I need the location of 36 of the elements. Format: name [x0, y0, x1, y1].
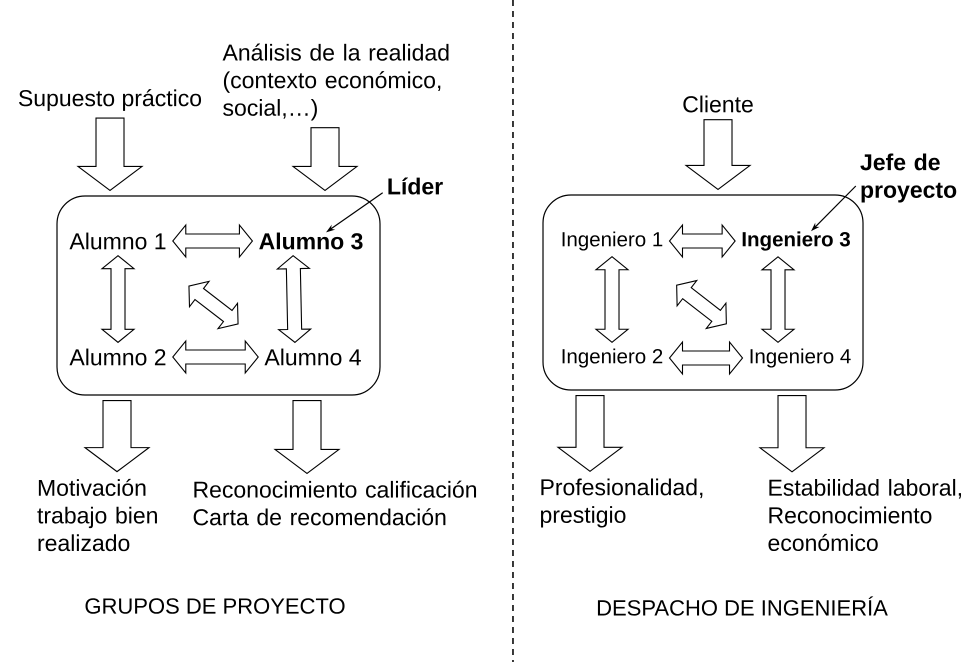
block-arrow [668, 340, 744, 376]
block-arrow [172, 223, 254, 259]
text-label: Supuesto práctico [19, 89, 202, 111]
block-arrow [758, 395, 826, 472]
block-arrow [188, 280, 239, 330]
block-arrow [684, 119, 752, 190]
text-label: Ingeniero 1 [562, 231, 662, 251]
block-arrow [76, 118, 144, 192]
text-label: Motivación trabajo bien realizado [37, 478, 157, 552]
text-label: Reconocimiento calificación Carta de recomendación [194, 480, 476, 526]
block-arrow [676, 280, 727, 330]
text-label: Estabilidad laboral, Reconocimiento económico [768, 478, 962, 552]
block-arrow [273, 400, 341, 474]
block-arrow [172, 339, 259, 375]
text-label: Profesionalidad, prestigio [541, 478, 702, 528]
text-label: Alumno 3 [259, 232, 363, 250]
block-arrow [556, 395, 624, 472]
text-label: Cliente [683, 96, 753, 112]
block-arrow [668, 223, 736, 259]
text-label: Alumno 2 [69, 348, 166, 366]
text-label: Alumno 4 [264, 348, 361, 366]
text-label: Ingeniero 2 [562, 348, 662, 368]
block-arrow [83, 400, 151, 472]
text-label: Líder [388, 177, 443, 195]
block-arrow [594, 256, 630, 343]
block-arrow [291, 127, 359, 192]
text-label: Jefe de proyecto [860, 153, 956, 203]
text-label: Alumno 1 [69, 232, 166, 250]
group-box [56, 195, 381, 396]
text-label: Análisis de la realidad (contexto económico, social,…) [222, 44, 449, 120]
block-arrow [760, 256, 796, 343]
section-title: GRUPOS DE PROYECTO [86, 598, 345, 614]
block-arrow [100, 254, 136, 344]
section-title: DESPACHO DE INGENIERÍA [598, 596, 888, 616]
text-label: Ingeniero 4 [750, 348, 851, 368]
text-label: Ingeniero 3 [742, 231, 850, 251]
